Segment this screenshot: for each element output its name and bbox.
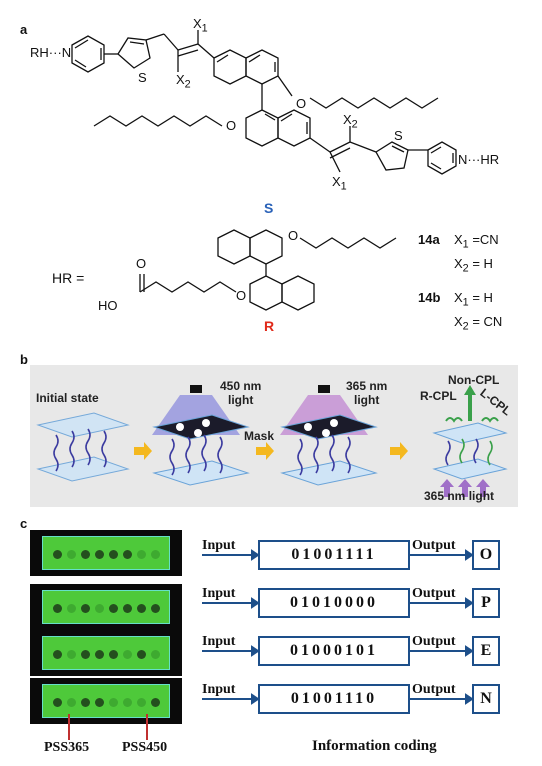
strip-dot (81, 650, 90, 659)
stereo-r-label: R (264, 318, 275, 334)
film-strip-2 (30, 584, 182, 630)
strip-dot (53, 650, 62, 659)
x1-top: X1 (193, 16, 208, 35)
panel-letter-b: b (20, 352, 28, 367)
strip-dots-1 (42, 536, 170, 570)
r-cpl-label: R-CPL (420, 389, 457, 403)
output-label: Output (412, 682, 456, 697)
strip-dots-4 (42, 684, 170, 718)
strip-dot (81, 604, 90, 613)
strip-dot (67, 698, 76, 707)
input-label: Input (202, 634, 236, 649)
thiophene-s-bottom: S (394, 128, 403, 143)
strip-dot (81, 550, 90, 559)
input-label: Input (202, 682, 236, 697)
strip-dot (137, 550, 146, 559)
film-strip-3 (30, 630, 182, 676)
strip-dots-2 (42, 590, 170, 624)
output-label: Output (412, 634, 456, 649)
strip-dot (53, 604, 62, 613)
pss365-pointer (68, 714, 70, 740)
compound-14a-x1: X1 =CN (454, 232, 499, 251)
strip-dot (53, 698, 62, 707)
strip-dot (109, 604, 118, 613)
strip-dot (67, 550, 76, 559)
compound-14b-x2: X2 = CN (454, 314, 503, 333)
strip-dot (95, 698, 104, 707)
bottom-light-label: 365 nm light (424, 489, 495, 503)
information-coding-caption: Information coding (312, 738, 437, 754)
oxygen-bottom: O (226, 118, 237, 133)
strip-dots-3 (42, 636, 170, 670)
strip-dot (67, 604, 76, 613)
carbonyl-o: O (136, 256, 147, 271)
non-cpl-label: Non-CPL (448, 373, 500, 387)
strip-dot (95, 650, 104, 659)
ho-label: HO (98, 298, 118, 313)
light-450-label: 450 nm light (220, 379, 262, 407)
schematic-drawing (36, 385, 508, 497)
strip-dot (123, 698, 132, 707)
hr-oxygen-bottom: O (236, 288, 247, 303)
hr-equals: HR = (52, 270, 85, 286)
strip-dot (95, 550, 104, 559)
stereo-s-label: S (264, 200, 274, 216)
strip-dot (109, 698, 118, 707)
compound-14b-id: 14b (418, 290, 441, 305)
rh-label: RH···N (30, 45, 72, 60)
compound-14a-x2: X2 = H (454, 256, 493, 275)
strip-dot (109, 550, 118, 559)
strip-dot (95, 604, 104, 613)
strip-dot (137, 698, 146, 707)
thiophene-s-top: S (138, 70, 147, 85)
pss450-label: PSS450 (122, 740, 168, 755)
strip-dot (123, 550, 132, 559)
strip-dot (109, 650, 118, 659)
panel-letter-c: c (20, 516, 28, 531)
strip-dot (151, 604, 160, 613)
initial-state-label: Initial state (36, 391, 99, 405)
strip-dot (151, 550, 160, 559)
hr-end-label: N···HR (458, 152, 500, 167)
film-strip-1 (30, 530, 182, 576)
oxygen-top: O (296, 96, 307, 111)
strip-dot (151, 698, 160, 707)
pss365-label: PSS365 (44, 740, 90, 755)
strip-dot (137, 604, 146, 613)
film-strip-4 (30, 678, 182, 724)
light-365-label: 365 nm light (346, 379, 388, 407)
compound-14b-x1: X1 = H (454, 290, 493, 309)
pss450-pointer (146, 714, 148, 740)
x1-bottom: X1 (332, 174, 347, 193)
strip-dot (81, 698, 90, 707)
schematic-panel: Initial state 450 nm light 365 nm light … (30, 365, 518, 507)
strip-dot (123, 604, 132, 613)
input-label: Input (202, 586, 236, 601)
x2-bottom: X2 (343, 112, 358, 131)
strip-dot (123, 650, 132, 659)
strip-dot (67, 650, 76, 659)
input-label: Input (202, 538, 236, 553)
compound-14a-id: 14a (418, 232, 440, 247)
panel-letter-a: a (20, 22, 28, 37)
x2-top: X2 (176, 72, 191, 91)
strip-dot (53, 550, 62, 559)
strip-dot (151, 650, 160, 659)
chemical-structure-drawing (71, 30, 457, 311)
mask-label: Mask (244, 429, 275, 443)
hr-oxygen-top: O (288, 228, 299, 243)
strip-dot (137, 650, 146, 659)
output-label: Output (412, 586, 456, 601)
output-label: Output (412, 538, 456, 553)
